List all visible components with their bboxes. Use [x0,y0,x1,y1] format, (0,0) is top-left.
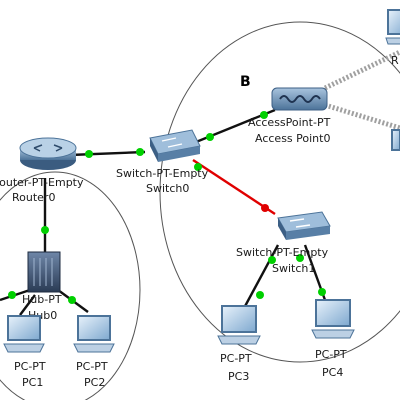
light [136,148,144,156]
light [296,254,304,262]
light [256,291,264,299]
link-hub0-pc1b [19,294,36,316]
pc-base-icon [385,37,400,45]
switch0[interactable] [149,129,201,162]
wireless-links [323,49,400,131]
pc-monitor-icon [387,9,400,35]
switch1[interactable] [277,211,331,240]
partial-label-top-right: R [391,54,399,67]
switch-icon-side [286,226,330,240]
pc-base-icon [311,329,355,339]
light [68,296,76,304]
link-router0-switch0 [69,150,146,157]
switch1-type-label: Switch-PT-Empty [236,246,329,259]
switch-icon-side [158,146,200,162]
wireless-link-upper [323,49,400,91]
ap-wave-icon [279,95,321,103]
router0[interactable] [19,137,77,170]
pc4-type-label: PC-PT [315,348,347,361]
pc-monitor-icon [315,299,351,327]
router0-type-label: Router-PT-Empty [0,176,84,189]
switch-icon-front [150,138,158,162]
pc-monitor-icon [391,129,400,151]
link-switch1-pc3 [241,244,280,311]
access-point0[interactable] [271,87,328,111]
partial-device-top-right[interactable] [385,9,400,45]
router0-name-label: Router0 [12,191,55,204]
pc1-type-label: PC-PT [14,360,46,373]
ap-icon-body [271,87,328,111]
zone-b-boundary [159,21,400,363]
ap0-name-label: Access Point0 [255,132,330,145]
pc-base-icon [3,343,45,353]
light [268,256,276,264]
pc3-type-label: PC-PT [220,352,252,365]
pc2[interactable] [73,315,115,353]
hub0-type-label: Hub-PT [22,293,62,306]
pc4[interactable] [311,299,355,339]
light [85,150,93,158]
pc1[interactable] [3,315,45,353]
light [318,288,326,296]
pc-monitor-icon [221,305,257,333]
wireless-link-lower [324,102,400,131]
pc-monitor-icon [77,315,111,341]
router-icon-top [19,137,77,159]
switch-icon-front [278,218,286,240]
router-arrows-icon [33,144,63,152]
pc2-type-label: PC-PT [76,360,108,373]
switch1-name-label: Switch1 [272,262,315,275]
pc2-name-label: PC2 [84,376,105,389]
switch0-name-label: Switch0 [146,182,189,195]
switch-arrows-icon [161,137,183,148]
switch-arrows-icon [289,218,311,228]
zone-left-boundary [0,171,141,400]
pc4-name-label: PC4 [322,366,343,379]
light [8,291,16,299]
ap0-type-label: AccessPoint-PT [248,116,331,129]
light [206,133,214,141]
pc-base-icon [217,335,261,345]
hub0[interactable] [27,251,61,293]
link-lights [8,111,326,304]
partial-device-right[interactable] [391,129,400,151]
pc3-name-label: PC3 [228,370,249,383]
switch0-type-label: Switch-PT-Empty [116,167,209,180]
pc1-name-label: PC1 [22,376,43,389]
pc3[interactable] [217,305,261,345]
hub-grille-icon [33,258,53,286]
link-switch0-switch1 [192,158,276,216]
pc-base-icon [73,343,115,353]
zone-b-label: B [240,74,251,90]
hub-icon-body [27,251,61,293]
light-red [261,204,269,212]
light [41,226,49,234]
light [194,163,202,171]
light [260,111,268,119]
pc-monitor-icon [7,315,41,341]
